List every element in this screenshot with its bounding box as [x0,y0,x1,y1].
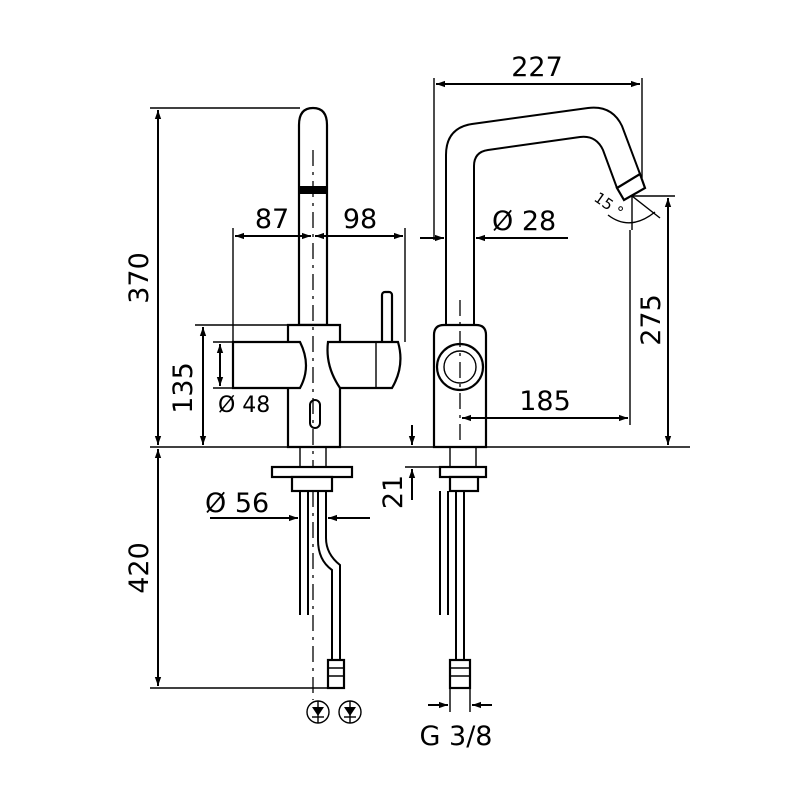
side-spout-inner [473,135,618,325]
left-lever [231,340,308,390]
side-base-plate [438,465,488,479]
base-plate [270,465,354,479]
dim-spout-reach: 185 [519,386,571,417]
pipe-left [299,491,309,615]
base-fixing [290,475,334,493]
side-base-fixing [448,475,480,493]
dim-spout-width: 227 [511,52,563,83]
side-pipe-connector [448,658,472,690]
side-spout-tip [615,172,647,202]
dim-counter-thickness: 21 [378,475,409,509]
dim-total-height: 370 [124,252,155,304]
side-view: 227 Ø 28 15 ° 275 185 21 G 3/8 [378,52,675,752]
dim-base-diameter: Ø 56 [205,488,269,519]
side-pipe-right [455,491,465,660]
dim-thread-size: G 3/8 [420,721,493,752]
front-view: 370 135 Ø 48 420 87 98 Ø 56 [124,106,690,724]
dim-base-height: 135 [168,362,199,414]
pipe-bent [317,491,341,660]
side-pipe-left [439,491,449,615]
check-valve-icon [338,700,362,724]
side-spout-outer [445,106,641,325]
dim-spout-diameter: Ø 28 [492,206,556,237]
check-valve-icon [306,700,330,724]
dim-outlet-height: 275 [636,294,667,346]
handle-rod [380,290,394,349]
dim-right-reach: 98 [343,204,377,235]
dim-under-sink-length: 420 [124,542,155,594]
sensor-slot [309,399,321,429]
right-lever [326,340,402,390]
dim-left-reach: 87 [255,204,289,235]
dim-lever-diameter: Ø 48 [218,393,270,418]
pipe-connector [326,658,346,690]
